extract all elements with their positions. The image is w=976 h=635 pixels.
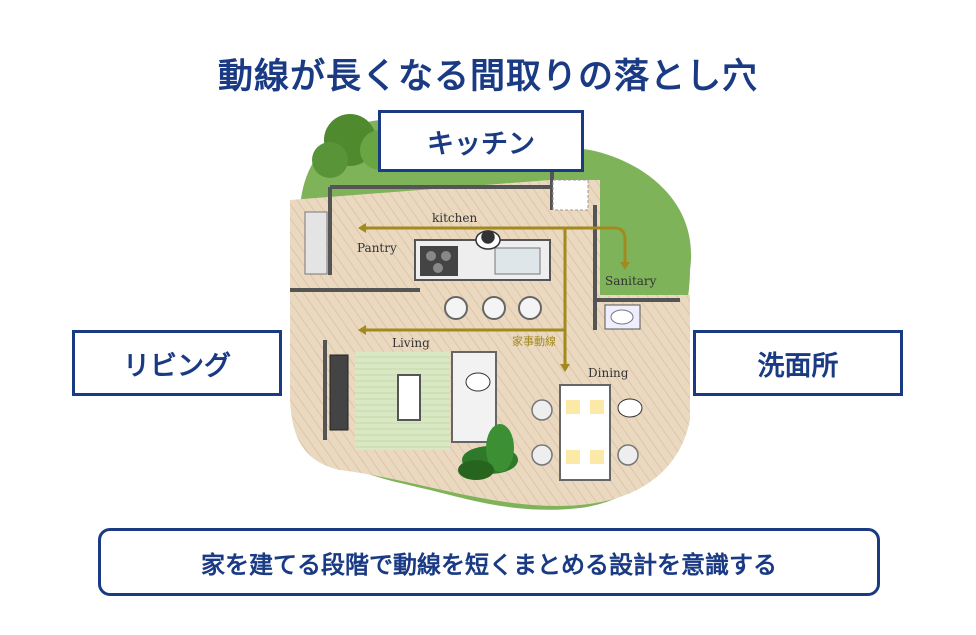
room-label-kitchen: kitchen (432, 211, 477, 225)
living-label: リビング (72, 330, 282, 396)
living-furniture (329, 351, 497, 443)
room-label-living: Living (392, 336, 430, 350)
sanitary-label: 洗面所 (693, 330, 903, 396)
room-label-pantry: Pantry (357, 241, 397, 255)
room-label-dining: Dining (588, 366, 629, 380)
housework-route (358, 223, 630, 372)
dining-set (531, 384, 643, 481)
bar-stools (444, 296, 542, 320)
page-title: 動線が長くなる間取りの落とし穴 (217, 57, 758, 97)
pantry-shelf (304, 211, 328, 275)
route-label: 家事動線 (512, 334, 556, 348)
walls (290, 170, 680, 440)
person-kitchen (475, 230, 501, 250)
sanitary-sink (552, 179, 641, 330)
room-label-sanitary: Sanitary (605, 274, 657, 288)
potted-plant (458, 424, 518, 480)
bottom-message: 家を建てる段階で動線を短くまとめる設計を意識する (98, 528, 880, 596)
kitchen-label: キッチン (378, 110, 584, 172)
kitchen-counter (414, 239, 551, 281)
